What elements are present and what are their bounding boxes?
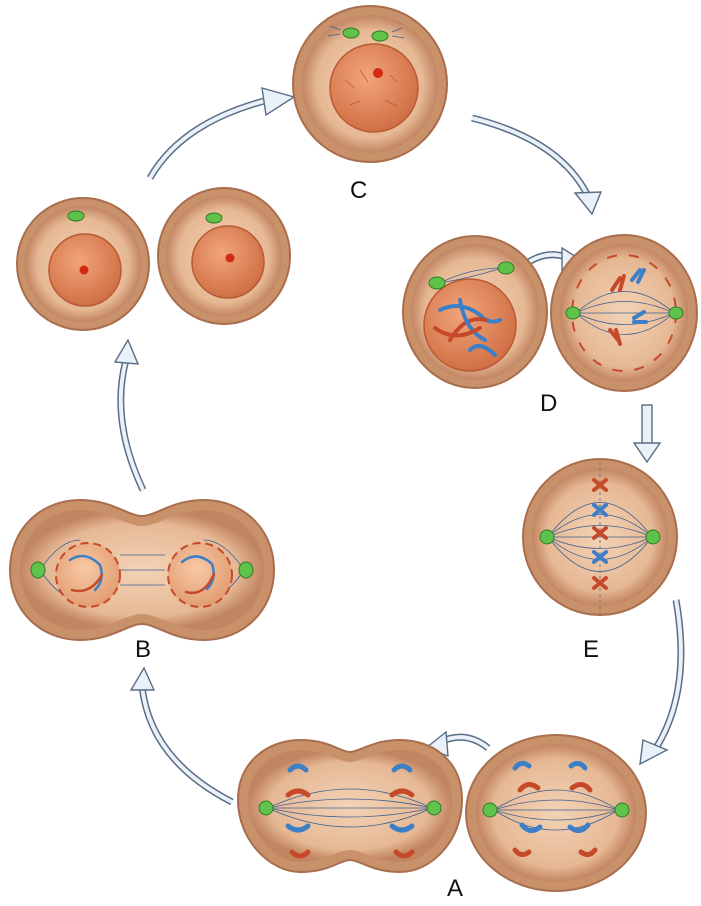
reforming-nucleus-left <box>56 543 120 607</box>
cell-b-late-telophase <box>10 500 274 640</box>
reforming-nucleus-right <box>168 543 232 607</box>
centrosome-pair <box>206 213 222 223</box>
arrow-daughters-to-c <box>150 88 294 178</box>
arrow-e-to-anaphase <box>640 600 681 764</box>
arrow-b-to-daughters <box>115 340 143 490</box>
nucleolus <box>80 266 89 275</box>
arrow-c-to-d <box>472 118 601 214</box>
daughter-cell-right <box>158 188 290 324</box>
stage-label-b: B <box>135 638 151 662</box>
stage-label-d: D <box>540 392 557 416</box>
centrosome-pair <box>68 211 84 221</box>
stage-label-c: C <box>350 179 367 203</box>
stage-label-a: A <box>447 877 463 901</box>
nucleolus <box>226 254 235 263</box>
nucleolus <box>373 68 383 78</box>
cell-anaphase <box>466 735 646 891</box>
stage-label-e: E <box>583 638 599 662</box>
nucleus <box>330 44 418 132</box>
cell-d-prometaphase <box>551 235 697 391</box>
cell-e-metaphase <box>523 459 677 618</box>
arrow-d-to-e <box>634 405 660 462</box>
cell-c-interphase <box>293 6 447 162</box>
arrow-a-to-b <box>131 668 232 802</box>
daughter-cell-left <box>17 198 149 330</box>
cell-d-prophase <box>403 236 547 388</box>
cell-a-telophase <box>238 740 462 872</box>
